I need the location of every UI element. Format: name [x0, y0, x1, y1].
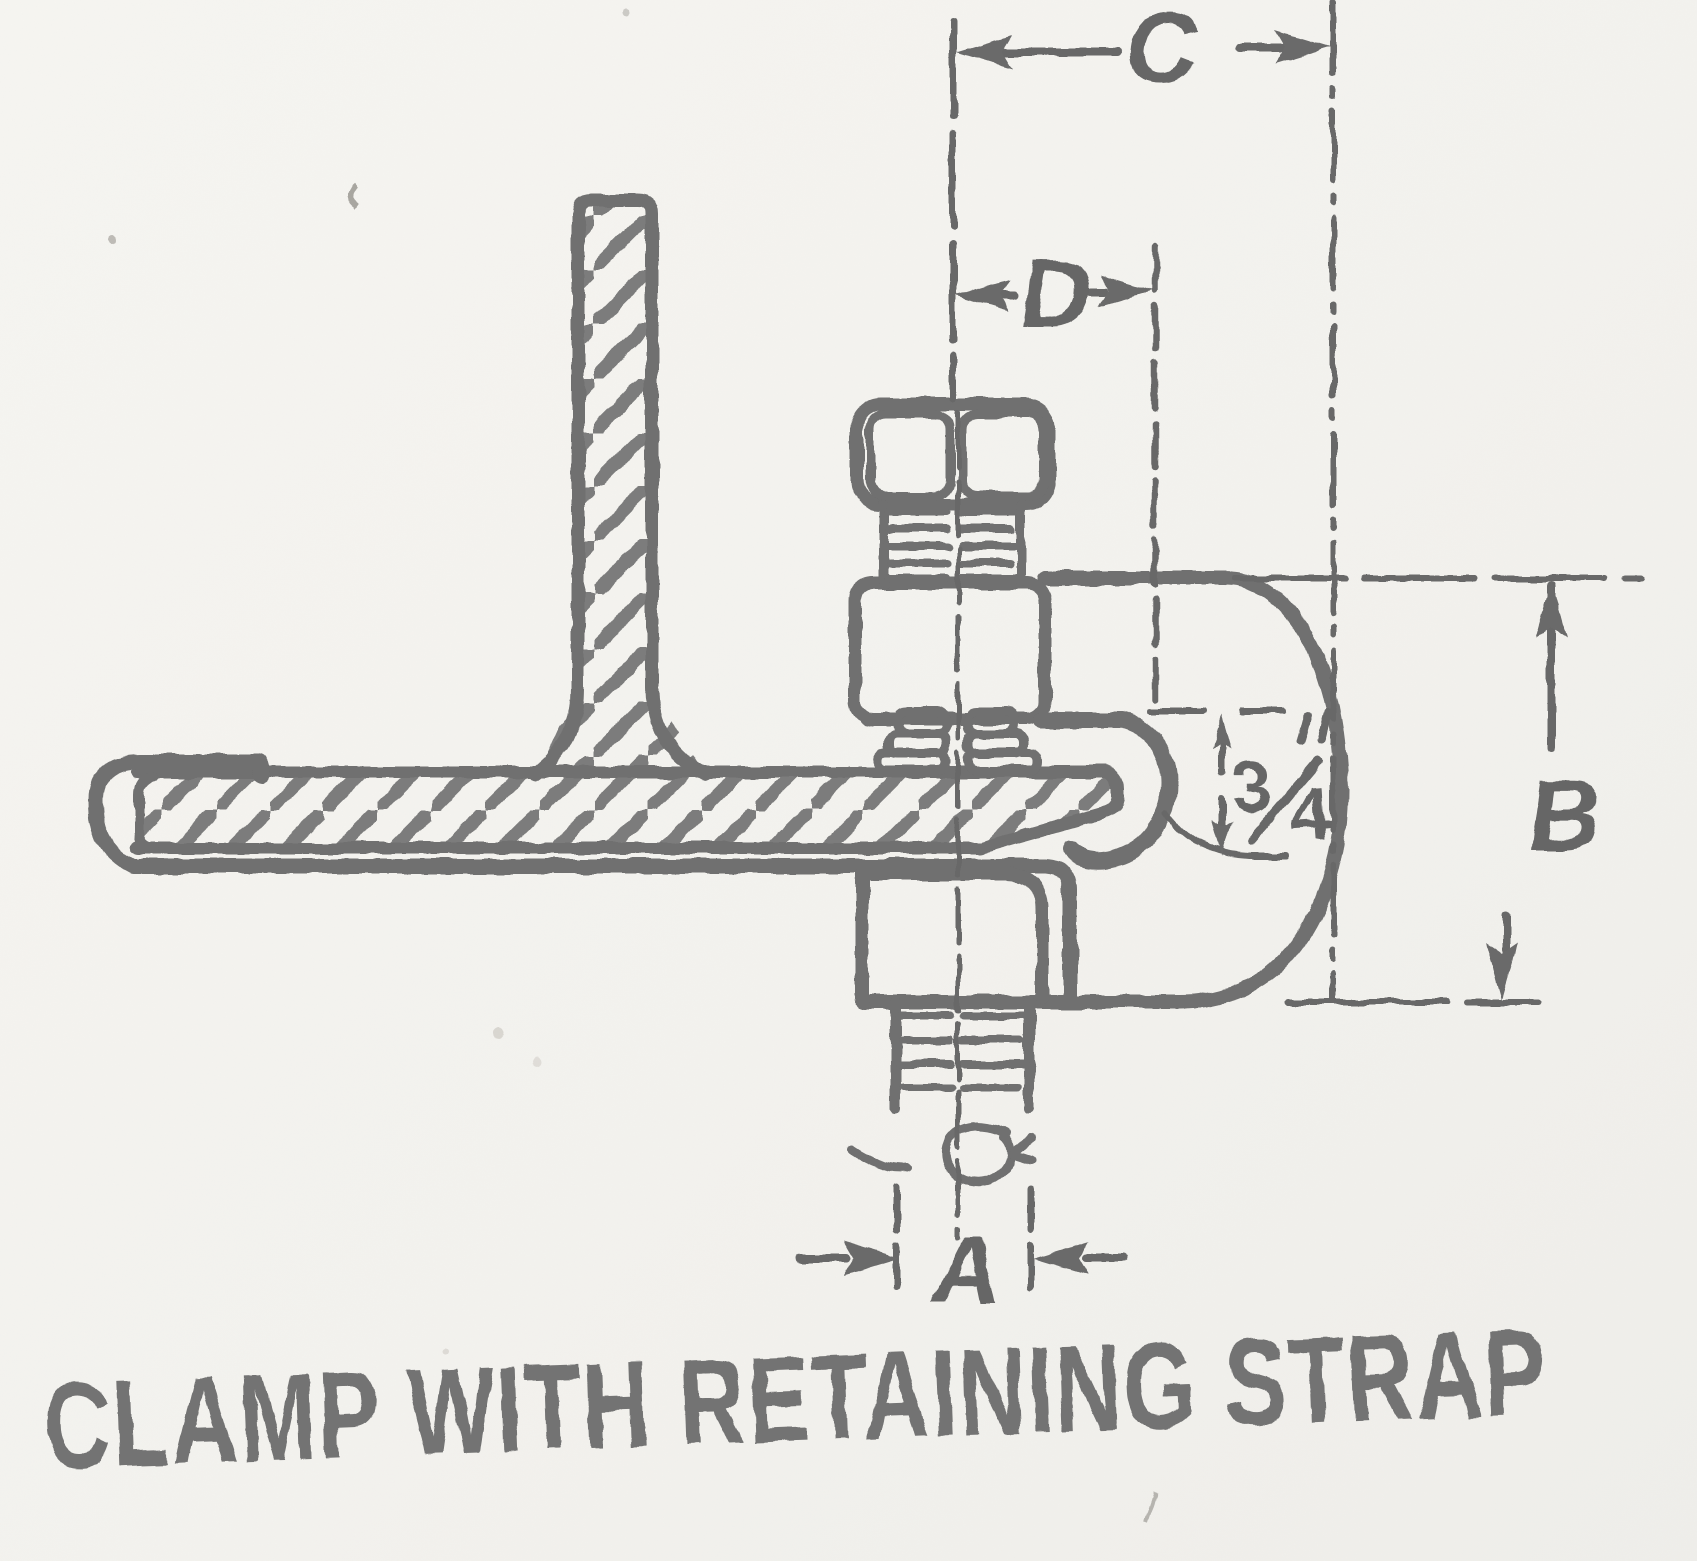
dimension-b: B [1232, 575, 1645, 1005]
scan-artifacts [109, 8, 1158, 1523]
bolt-tail-threads [896, 1012, 1029, 1092]
flange-outline [131, 766, 1124, 854]
clamp-lower-jaw [855, 867, 1049, 1009]
jaw-seat-extension-line [1163, 811, 1289, 859]
clamp-bolt [847, 397, 1056, 1241]
web-outline [529, 193, 711, 781]
jaw-arrow-up [1212, 714, 1232, 749]
fraction-slash [1246, 756, 1324, 846]
inch-marks [1297, 709, 1332, 746]
c-dimension-line [1001, 44, 1289, 56]
d-label: D [1014, 239, 1100, 348]
b-label: B [1522, 760, 1610, 871]
clamp-jaw-hook [1034, 712, 1177, 869]
clamp-outer-profile [855, 571, 1348, 1009]
bolt-tail-sides [890, 996, 1035, 1114]
d-dimension-line [996, 288, 1108, 299]
flange-left-end [134, 771, 159, 853]
hex-head-facet-left [865, 409, 955, 501]
dimension-a: A [796, 1184, 1128, 1324]
a-extension-lines [893, 1184, 1035, 1300]
break-symbol [847, 1121, 1036, 1188]
jaw-numerator: 3 [1229, 747, 1275, 830]
washer-stack [872, 707, 1043, 775]
dimension-jaw-opening: 3 4 [1147, 708, 1334, 856]
a-arrow-left [843, 1241, 899, 1275]
a-label: A [925, 1217, 1009, 1323]
jaw-denominator: 4 [1288, 773, 1334, 856]
c-arrow-left [956, 35, 1012, 69]
hex-head-facet-right [957, 409, 1049, 501]
dimension-d: D [955, 239, 1159, 704]
hex-head-outline [850, 397, 1056, 511]
c-arrow-right [1275, 30, 1331, 64]
retaining-strap [88, 754, 1078, 1006]
d-arrow-left [955, 279, 1009, 311]
b-arrow-up [1535, 581, 1567, 639]
flange-hatching [140, 772, 1116, 846]
thread-neck-lines [883, 508, 1020, 582]
dimension-c: C [949, 0, 1336, 1003]
d-arrow-right [1099, 275, 1153, 307]
a-arrow-right [1033, 1241, 1089, 1275]
b-arrow-down [1486, 943, 1518, 1000]
beam-section [131, 193, 1124, 854]
jaw-arrow-down [1212, 821, 1232, 856]
c-label: C [1119, 0, 1207, 104]
